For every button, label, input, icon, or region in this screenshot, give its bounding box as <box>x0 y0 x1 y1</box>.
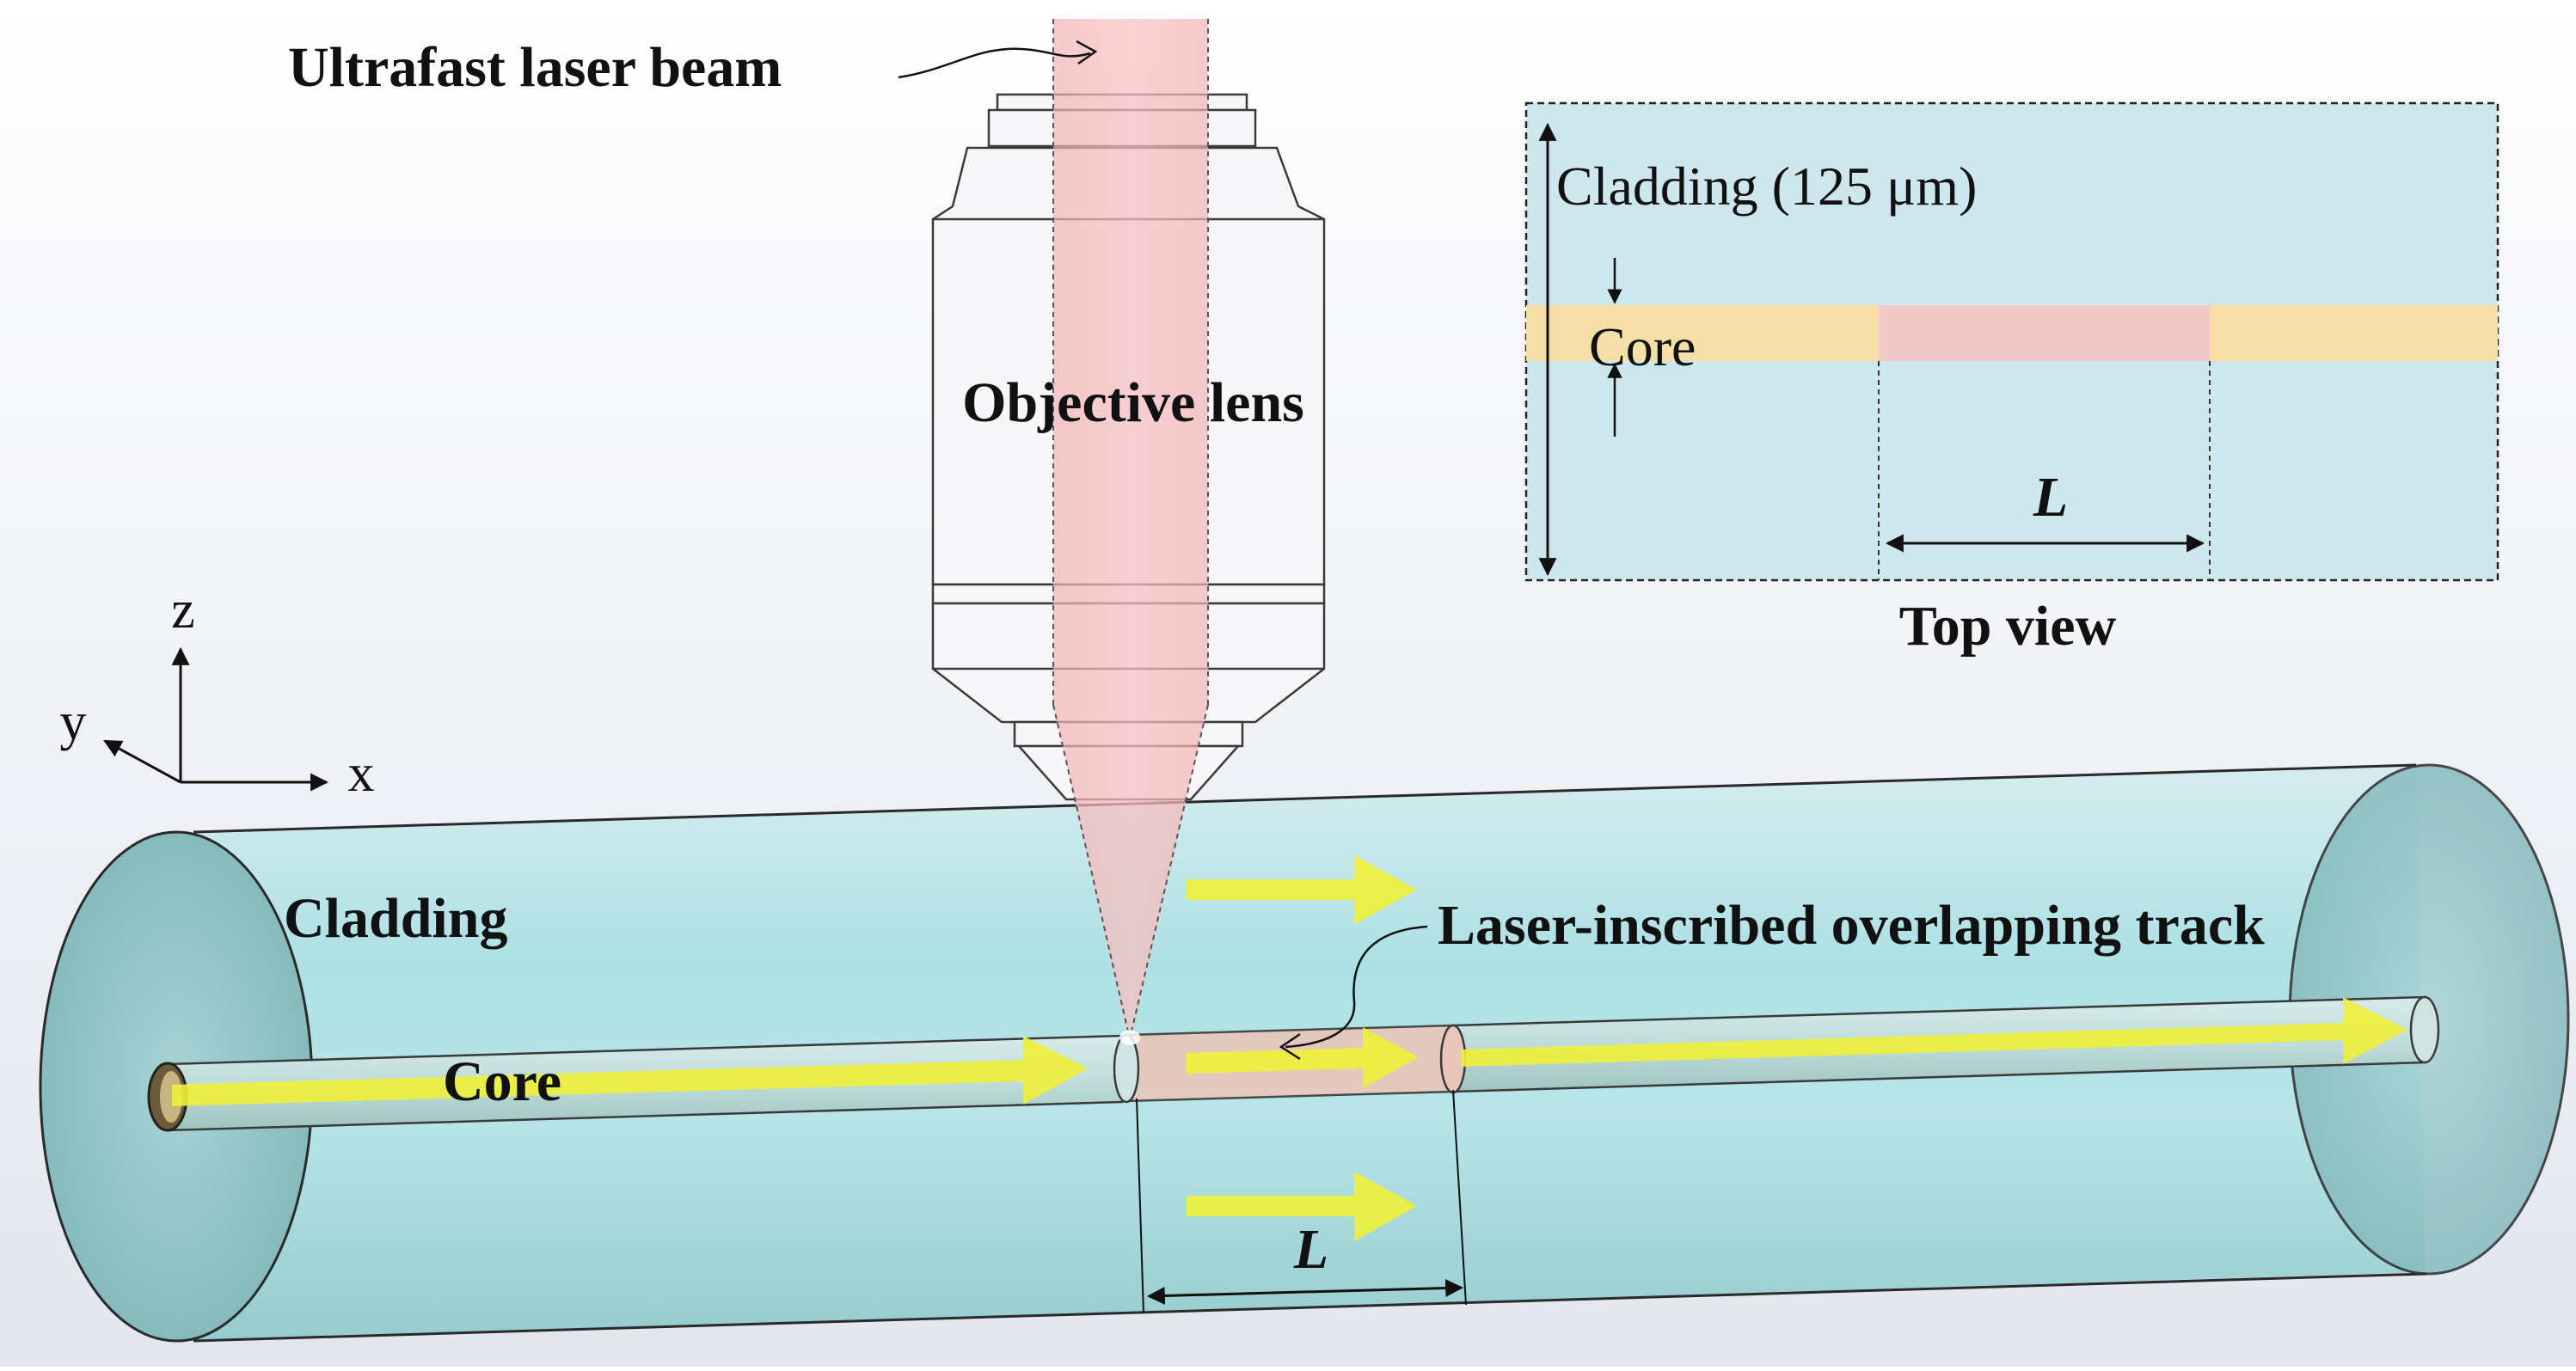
laser-beam-label: Ultrafast laser beam <box>288 36 782 99</box>
coordinate-axes <box>103 646 329 792</box>
inset-length-label: L <box>2033 466 2068 529</box>
length-label: L <box>1293 1218 1328 1281</box>
y-axis-icon <box>103 739 181 784</box>
track-label: Laser-inscribed overlapping track <box>1438 894 2265 957</box>
cladding-label: Cladding <box>284 887 507 950</box>
track-end-ring <box>1439 1024 1467 1094</box>
laser-beam-leader <box>898 47 1091 79</box>
cladding-bottom-edge <box>193 1272 2427 1343</box>
core-label: Core <box>443 1050 561 1113</box>
core-arrow-right <box>1462 997 2407 1067</box>
light-propagation-arrows <box>172 855 2407 1241</box>
top-view-inset <box>1524 101 2499 582</box>
inset-core-label: Core <box>1589 316 1696 377</box>
length-arrow <box>1146 1279 1464 1305</box>
axis-z-label: z <box>171 581 195 640</box>
core-arrow-track <box>1187 1027 1419 1088</box>
laser-beam <box>1052 19 1209 1045</box>
core-left-end-inner <box>160 1071 182 1123</box>
laser-beam-cone <box>1053 19 1208 1031</box>
inset-core-left <box>1526 305 1879 361</box>
inset-caption: Top view <box>1899 595 2117 658</box>
cladding-arrow-upper <box>1187 855 1417 925</box>
objective-lens-label: Objective lens <box>962 371 1304 434</box>
track-leader <box>1285 925 1428 1049</box>
core-right-end <box>2409 995 2440 1064</box>
cladding-arrow-lower <box>1187 1172 1417 1241</box>
track-start-ring <box>1113 1033 1140 1104</box>
inset-core-right <box>2210 305 2498 361</box>
core-arrow-left <box>172 1036 1088 1106</box>
length-dimension <box>1136 1089 1467 1314</box>
axis-x-label: x <box>348 744 375 803</box>
laser-focus-spot <box>1119 1030 1140 1045</box>
axis-y-label: y <box>60 693 87 751</box>
inset-cladding-label: Cladding (125 μm) <box>1556 156 1977 217</box>
inset-core-inscribed <box>1879 305 2210 361</box>
cladding-top-edge <box>193 763 2417 834</box>
